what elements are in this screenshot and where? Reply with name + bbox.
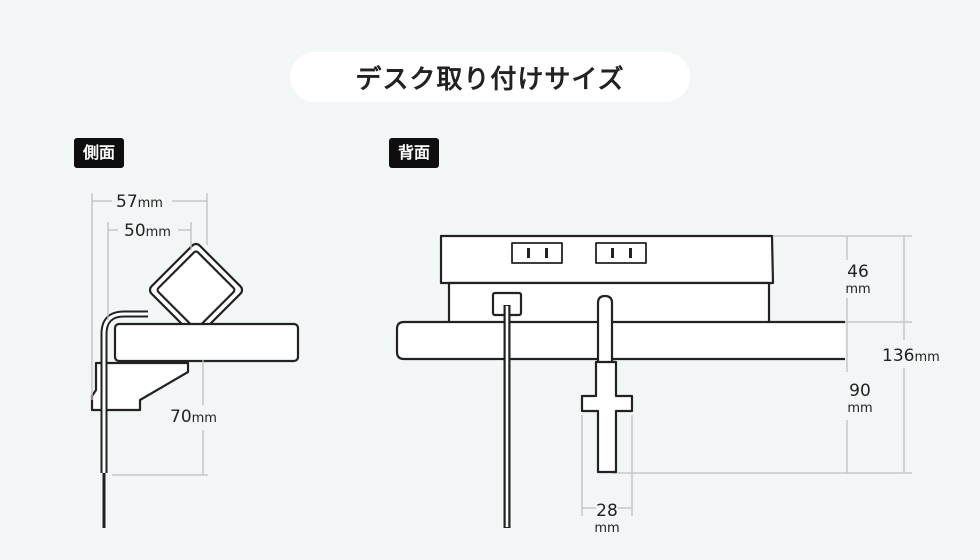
side-view-label: 側面	[74, 138, 125, 168]
back-desk-board	[395, 320, 845, 361]
dim-back-136: 136mm	[882, 346, 940, 366]
side-cord	[102, 312, 148, 473]
page-title: デスク取り付けサイズ	[290, 52, 690, 102]
back-plug	[580, 360, 634, 474]
back-view-drawing	[395, 234, 845, 528]
side-dim-lines	[91, 193, 208, 476]
dim-side-70: 70mm	[170, 407, 217, 427]
side-desk-board	[113, 322, 300, 363]
dim-back-90-unit: mm	[847, 401, 872, 416]
dim-back-28-value: 28	[596, 501, 618, 521]
side-view-drawing	[90, 242, 300, 528]
dim-back-90-value: 90	[849, 381, 871, 401]
side-clamp	[90, 361, 190, 412]
back-view-label: 背面	[389, 138, 440, 168]
dim-side-50: 50mm	[124, 221, 171, 241]
dim-back-28-unit: mm	[594, 521, 619, 536]
dim-back-46-unit: mm	[845, 282, 870, 297]
back-outlet-2	[595, 242, 647, 264]
side-outlet-box	[148, 242, 244, 338]
dim-back-46-value: 46	[847, 262, 869, 282]
dim-side-57: 57mm	[116, 192, 163, 212]
back-dim-lines	[581, 235, 912, 516]
back-cord	[596, 294, 614, 362]
back-outlet-1	[511, 242, 563, 264]
